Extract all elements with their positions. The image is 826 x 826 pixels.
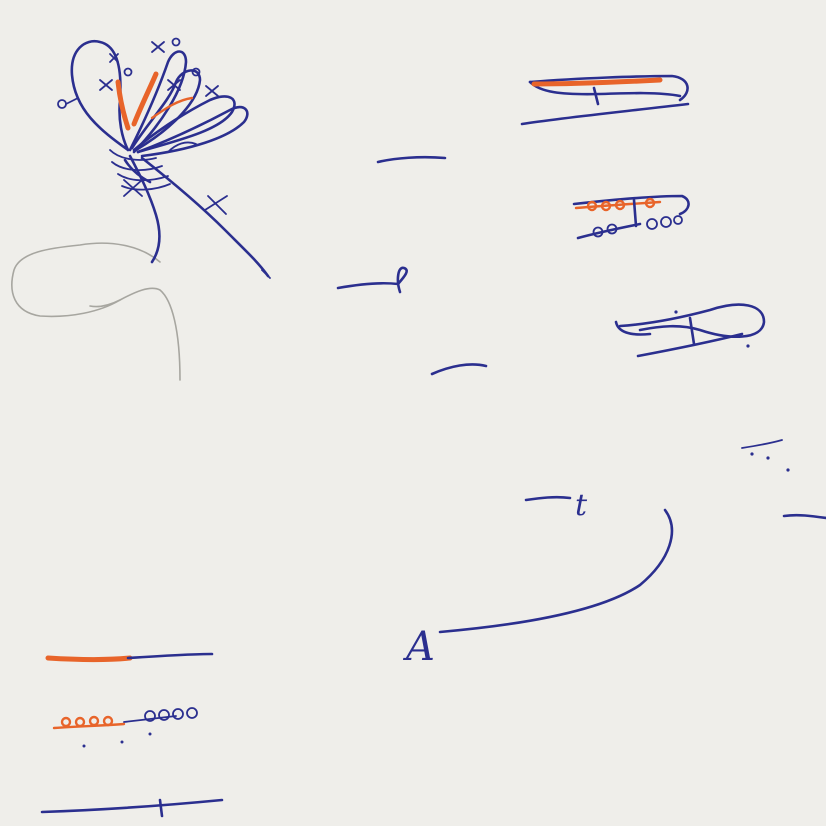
pencil-hand-sketch xyxy=(12,243,180,380)
legend-stroke-orange-blue xyxy=(48,654,212,660)
tiny-mark-2 xyxy=(784,515,826,518)
stem-x-2 xyxy=(205,196,227,214)
handwritten-a: A xyxy=(402,624,435,670)
legend-stroke-blue xyxy=(42,800,222,816)
pen-stroke-marks: t A xyxy=(338,157,826,670)
legend-stroke-dotted xyxy=(54,708,197,748)
flower-bouquet-drawing xyxy=(12,39,270,381)
tiny-mark-1 xyxy=(742,440,782,448)
stroke-study-3 xyxy=(616,305,764,356)
short-stroke-3 xyxy=(526,497,570,500)
stroke-study-1 xyxy=(522,76,688,124)
stem-right xyxy=(142,158,268,276)
stroke-study-2 xyxy=(574,196,689,238)
short-stroke-2 xyxy=(432,364,486,374)
long-arc-stroke xyxy=(440,510,672,632)
short-stroke-1 xyxy=(378,157,445,162)
short-stroke-arrow xyxy=(338,268,407,292)
handwritten-t: t xyxy=(575,488,588,523)
stem-binding xyxy=(110,150,170,190)
